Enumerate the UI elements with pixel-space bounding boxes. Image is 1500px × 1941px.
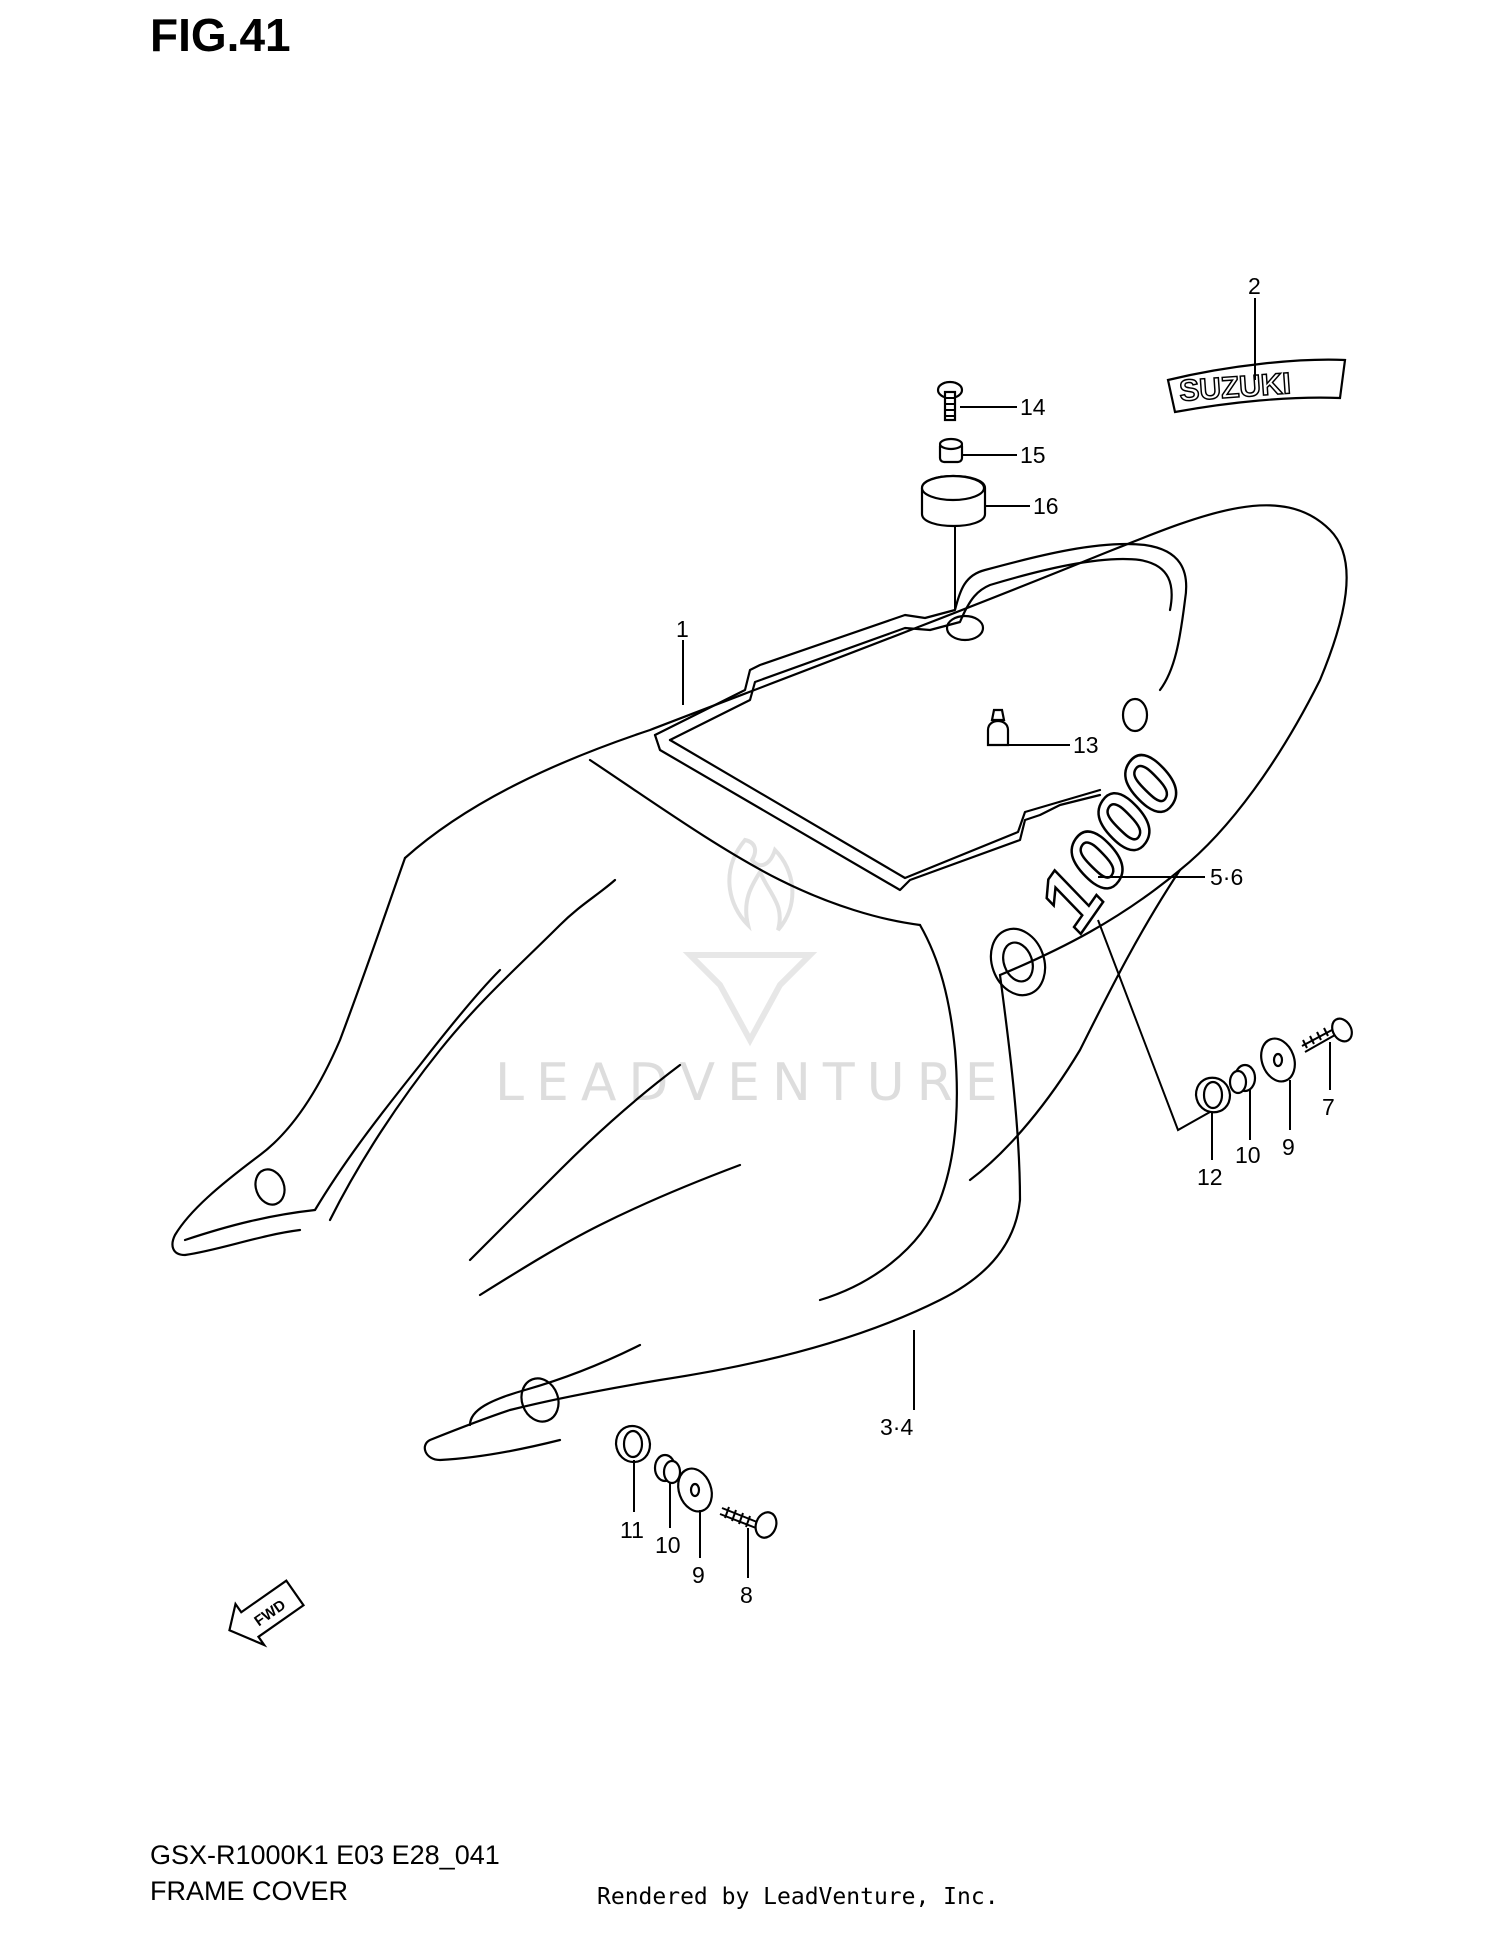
part-15-collar [938,437,964,464]
part-8-screw [719,1506,778,1539]
callout-14: 14 [1020,394,1046,420]
callout-10-left: 10 [655,1532,681,1558]
callout-13: 13 [1073,732,1099,758]
section-name: FRAME COVER [150,1876,349,1906]
callout-2: 2 [1248,273,1261,299]
callout-9-right: 9 [1282,1134,1295,1160]
callout-labels: 2 14 15 16 1 13 5·6 7 9 10 12 3·4 11 10 … [620,273,1335,1608]
suzuki-emblem-text: SUZUKI [1178,367,1292,408]
leader-lines [633,298,1331,1578]
suzuki-emblem: SUZUKI [1166,358,1347,414]
watermark-text: LEADVENTURE [495,1053,1010,1113]
callout-9-left: 9 [692,1562,705,1588]
callout-5-6: 5·6 [1210,864,1243,890]
part-9-washer-right [1260,1037,1296,1083]
callout-10-right: 10 [1235,1142,1261,1168]
callout-8: 8 [740,1582,753,1608]
frame-cover-main [171,504,1348,1462]
part-10-collar-right [1228,1063,1257,1095]
callout-16: 16 [1033,493,1059,519]
fwd-arrow-icon: FWD [228,1579,306,1648]
part-7-screw [1301,1017,1353,1053]
callout-1: 1 [676,616,689,642]
part-10-collar-left [653,1453,682,1485]
watermark: LEADVENTURE [495,837,1010,1113]
part-14-screw [936,380,964,422]
cover-graphic-1000: 1000 [1016,737,1203,946]
rendered-by-credit: Rendered by LeadVenture, Inc. [597,1884,999,1910]
part-12-grommet [1194,1076,1232,1114]
callout-3-4: 3·4 [880,1414,913,1440]
callout-12: 12 [1197,1164,1223,1190]
model-code: GSX-R1000K1 E03 E28_041 [150,1840,500,1870]
figure-title: FIG.41 [150,9,291,61]
callout-15: 15 [1020,442,1046,468]
callout-11: 11 [620,1517,644,1543]
callout-7: 7 [1322,1094,1335,1120]
part-9-washer-left [677,1467,713,1513]
watermark-logo [682,837,818,1047]
part-11-grommet [614,1425,652,1463]
cover-graphic-text: 1000 [1018,738,1202,945]
part-13-rivet [986,708,1010,747]
part-16-cushion [920,474,987,528]
